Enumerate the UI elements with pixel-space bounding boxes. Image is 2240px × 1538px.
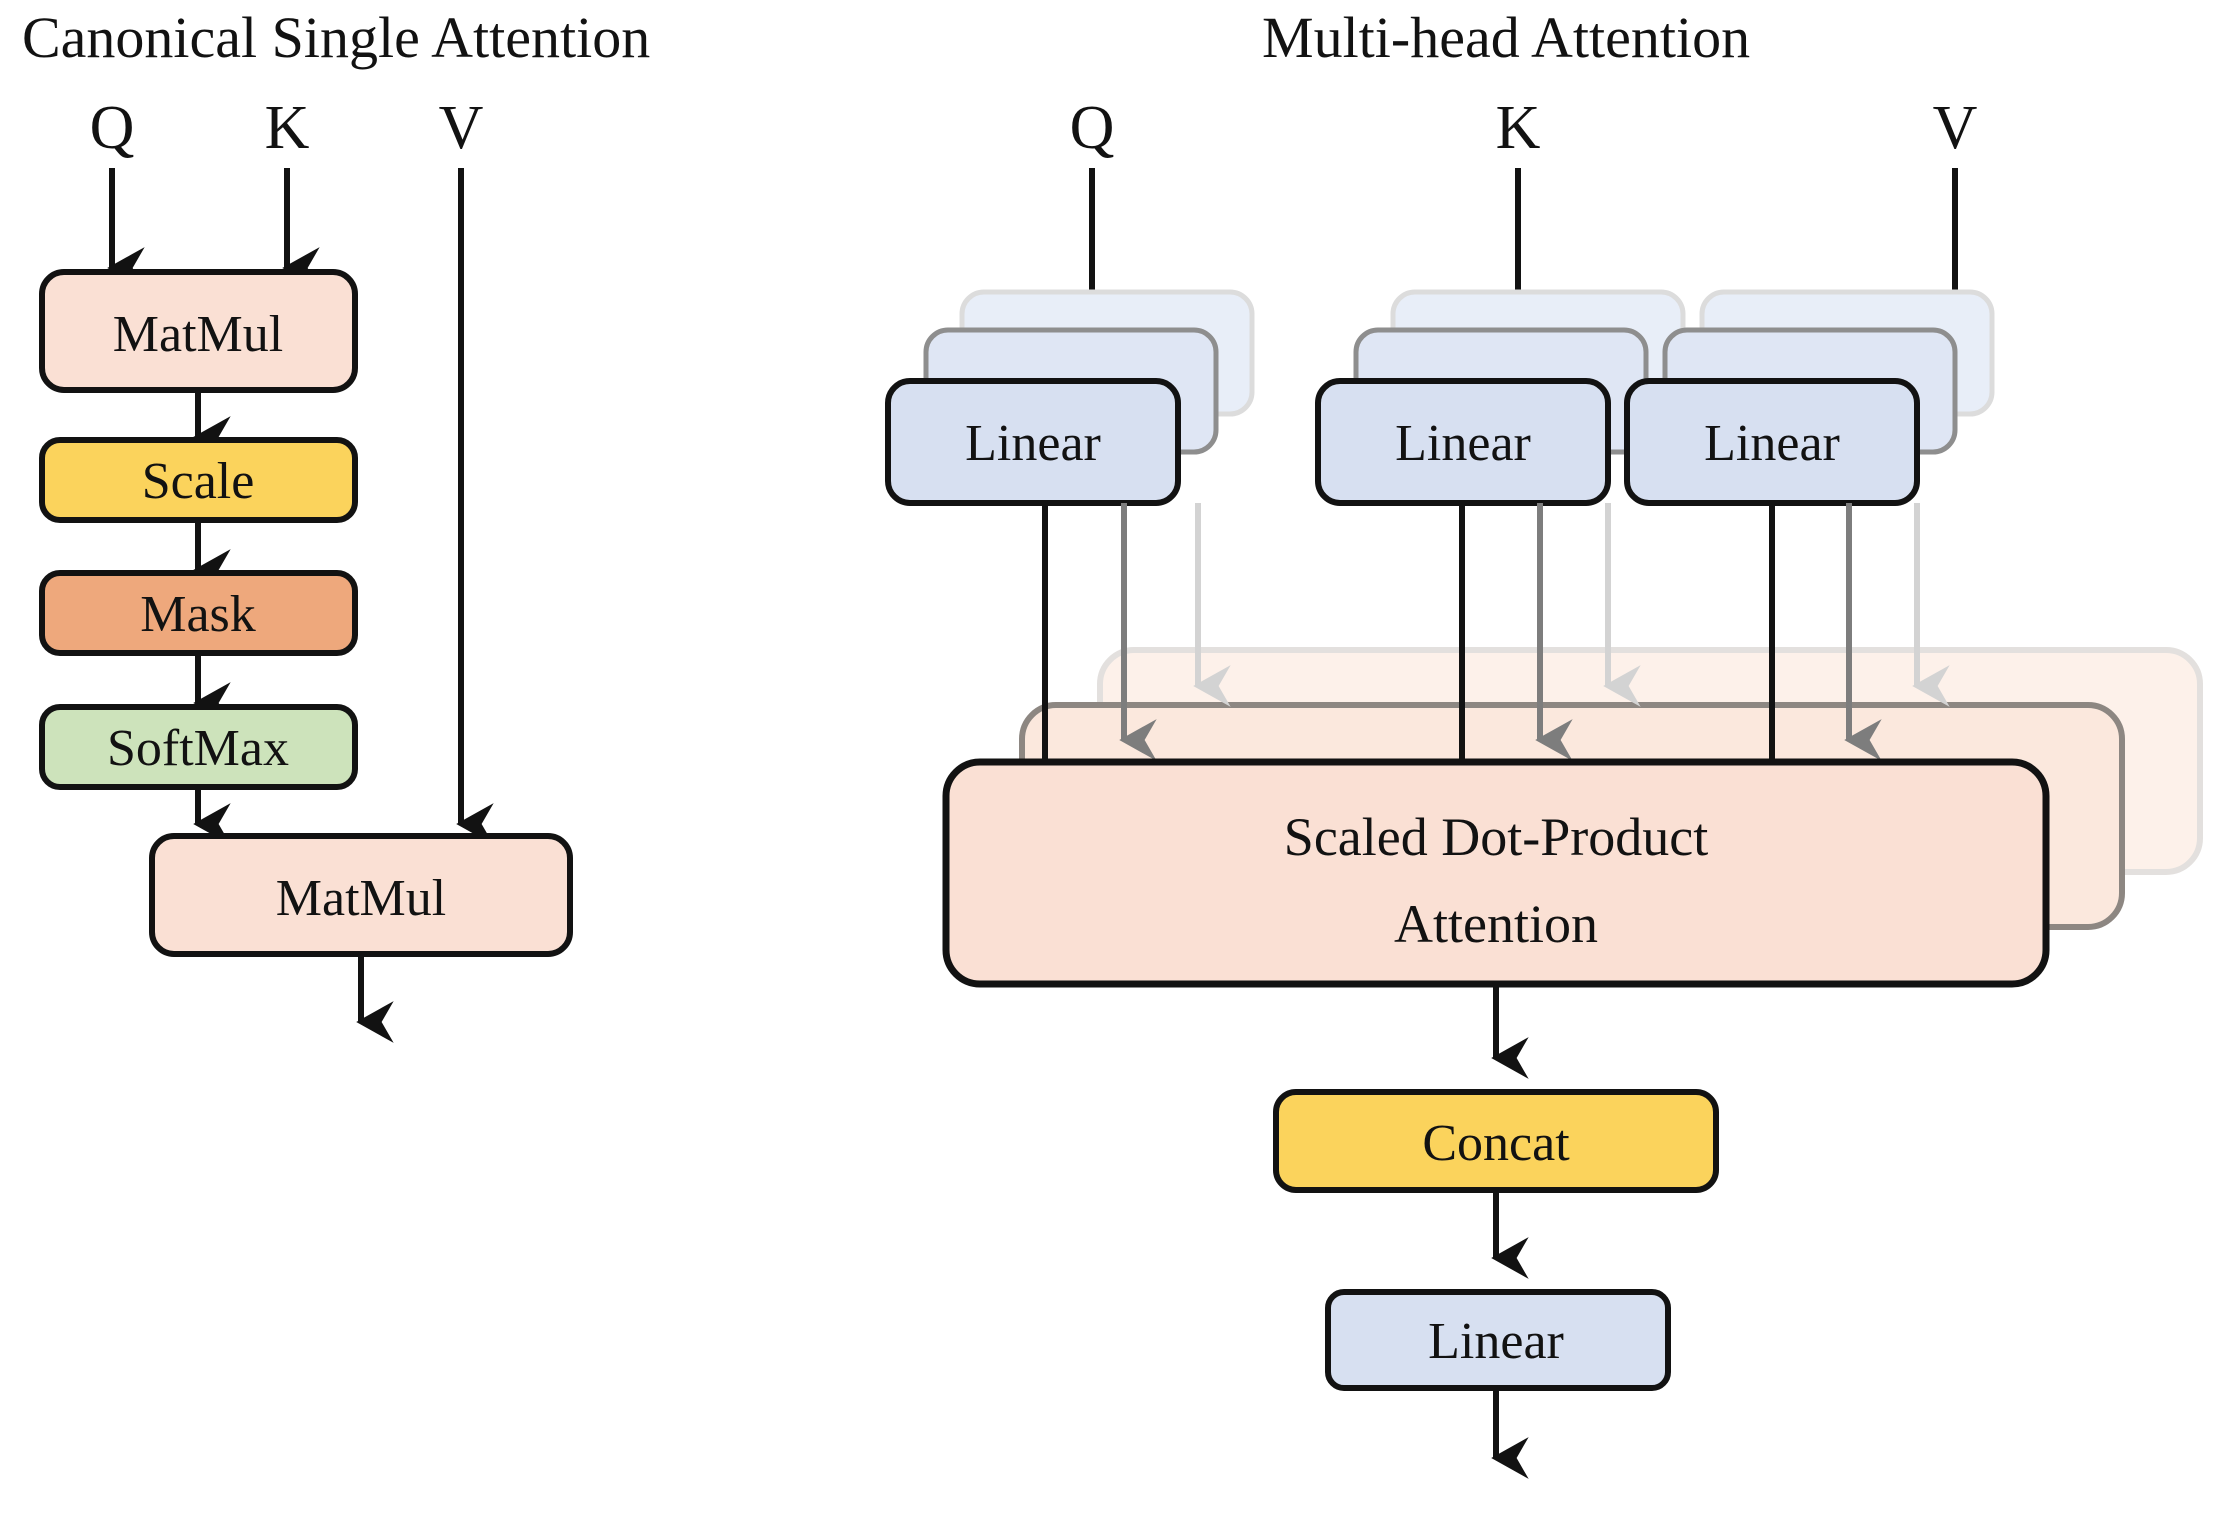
block-sdpa-label-line2: Attention: [1394, 894, 1598, 954]
block-scale-label: Scale: [142, 453, 255, 510]
input-label-q-right: Q: [1070, 94, 1115, 162]
block-concat[interactable]: Concat: [1273, 1089, 1719, 1193]
block-softmax[interactable]: SoftMax: [39, 704, 358, 790]
block-linear-k[interactable]: Linear: [1315, 289, 1686, 506]
block-linear-q-shape: [885, 378, 1181, 506]
input-label-q-left: Q: [90, 94, 135, 162]
input-label-v-left: V: [439, 94, 484, 162]
panel-canonical-single-attention: Canonical Single Attention Q K V MatMul …: [22, 5, 650, 1043]
panel-multi-head-attention: Multi-head Attention Q K V Linear: [885, 5, 2203, 1479]
block-matmul-top[interactable]: MatMul: [39, 269, 358, 393]
block-softmax-label: SoftMax: [107, 720, 289, 777]
block-matmul-bottom[interactable]: MatMul: [149, 833, 573, 957]
block-scaled-dot-product-attention[interactable]: Scaled Dot-Product Attention: [942, 758, 2050, 988]
block-scale[interactable]: Scale: [39, 437, 358, 523]
input-label-k-left: K: [265, 94, 310, 162]
block-mask-label: Mask: [140, 586, 256, 643]
block-linear-k-label: Linear: [1395, 415, 1531, 472]
input-label-k-right: K: [1496, 94, 1541, 162]
panel-title-canonical: Canonical Single Attention: [22, 5, 650, 70]
block-linear-q[interactable]: Linear: [885, 289, 1255, 506]
block-linear-v-label: Linear: [1704, 415, 1840, 472]
block-linear-v[interactable]: Linear: [1624, 289, 1995, 506]
block-sdpa-label-line1: Scaled Dot-Product: [1284, 807, 1708, 867]
block-matmul-top-label: MatMul: [113, 306, 283, 363]
input-label-v-right: V: [1933, 94, 1978, 162]
block-matmul-bottom-label: MatMul: [276, 870, 446, 927]
panel-title-multihead: Multi-head Attention: [1262, 5, 1750, 70]
block-linear-out[interactable]: Linear: [1325, 1289, 1671, 1391]
block-concat-label: Concat: [1422, 1115, 1570, 1172]
block-linear-q-label: Linear: [965, 415, 1101, 472]
block-mask[interactable]: Mask: [39, 570, 358, 656]
block-linear-out-label: Linear: [1428, 1313, 1564, 1370]
